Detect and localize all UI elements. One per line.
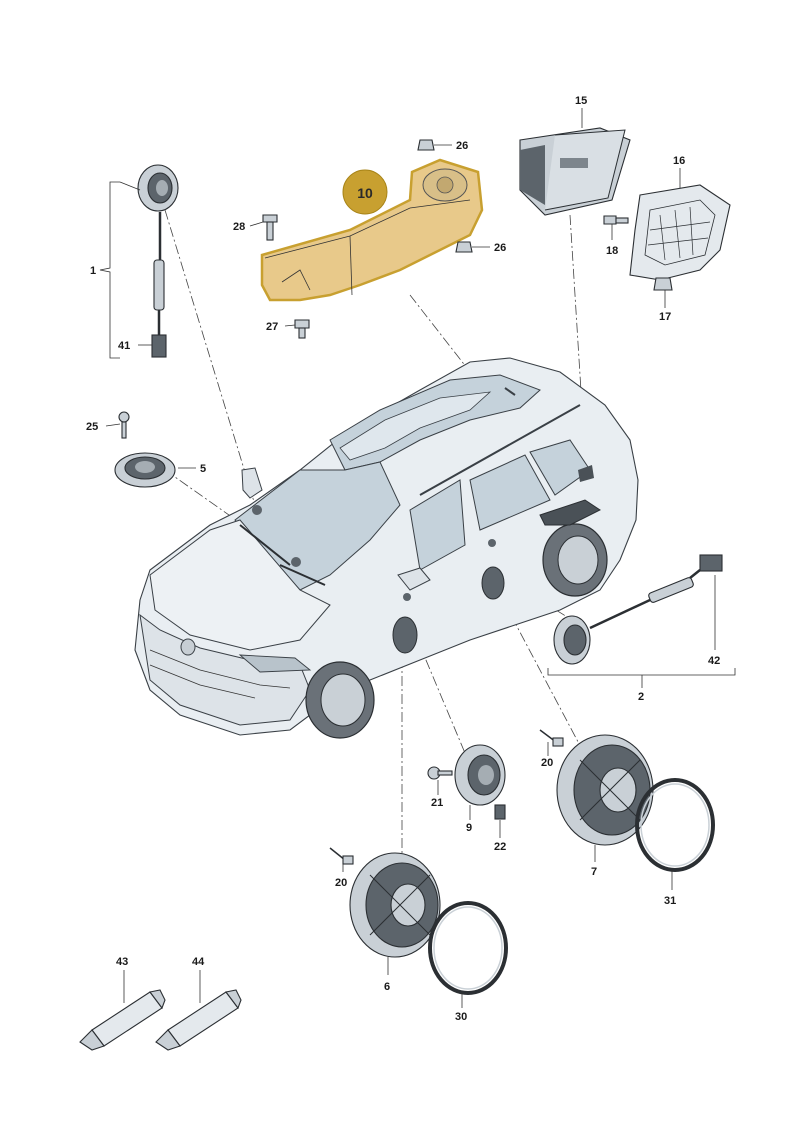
woofer-6 <box>349 852 441 975</box>
screw-26-right <box>455 241 490 253</box>
callout-44: 44 <box>192 956 205 968</box>
callout-28: 28 <box>233 221 245 233</box>
tweeter-5 <box>114 452 196 488</box>
screw-25 <box>105 411 130 439</box>
control-unit-15 <box>519 108 631 216</box>
callout-16: 16 <box>673 155 685 167</box>
highlight-badge-label: 10 <box>357 185 373 201</box>
speaker-assembly-2 <box>547 554 736 688</box>
callout-25: 25 <box>86 421 98 433</box>
callout-21: 21 <box>431 797 443 809</box>
callout-30: 30 <box>455 1011 467 1023</box>
screw-20-right <box>539 729 564 756</box>
bolt-28 <box>249 214 278 241</box>
callout-7: 7 <box>591 866 597 878</box>
callout-27: 27 <box>266 321 278 333</box>
tube-43 <box>79 970 166 1051</box>
callout-42: 42 <box>708 655 720 667</box>
nut-17 <box>653 277 673 308</box>
speaker-assembly-1 <box>99 164 179 359</box>
seal-ring-30 <box>428 901 508 1008</box>
callout-2: 2 <box>638 691 644 703</box>
callout-labels: 1 2 5 6 7 9 15 16 17 18 20 20 21 22 25 2… <box>86 95 720 1023</box>
clip-22 <box>494 804 506 838</box>
screw-21 <box>427 766 453 795</box>
callout-20-left: 20 <box>335 877 347 889</box>
callout-31: 31 <box>664 895 676 907</box>
highlight-badge <box>342 169 388 215</box>
bracket-16 <box>629 168 731 281</box>
seal-ring-31 <box>635 778 715 890</box>
screw-26-top <box>417 139 452 151</box>
callout-17: 17 <box>659 311 671 323</box>
bolt-27 <box>284 319 310 339</box>
bolt-18 <box>603 215 629 240</box>
callout-43: 43 <box>116 956 128 968</box>
callout-5: 5 <box>200 463 206 475</box>
tube-44 <box>155 970 242 1051</box>
callout-9: 9 <box>466 822 472 834</box>
vehicle <box>134 357 639 739</box>
callout-20-right: 20 <box>541 757 553 769</box>
subwoofer-enclosure-highlighted: 10 <box>260 158 484 302</box>
callout-18: 18 <box>606 245 618 257</box>
callout-41: 41 <box>118 340 130 352</box>
callout-26-right: 26 <box>494 242 506 254</box>
screw-20-left <box>329 847 354 872</box>
callout-1: 1 <box>90 265 96 277</box>
callout-22: 22 <box>494 841 506 853</box>
callout-15: 15 <box>575 95 587 107</box>
speaker-9 <box>454 744 506 820</box>
callout-26-top: 26 <box>456 140 468 152</box>
callout-6: 6 <box>384 981 390 993</box>
woofer-7 <box>556 734 654 862</box>
